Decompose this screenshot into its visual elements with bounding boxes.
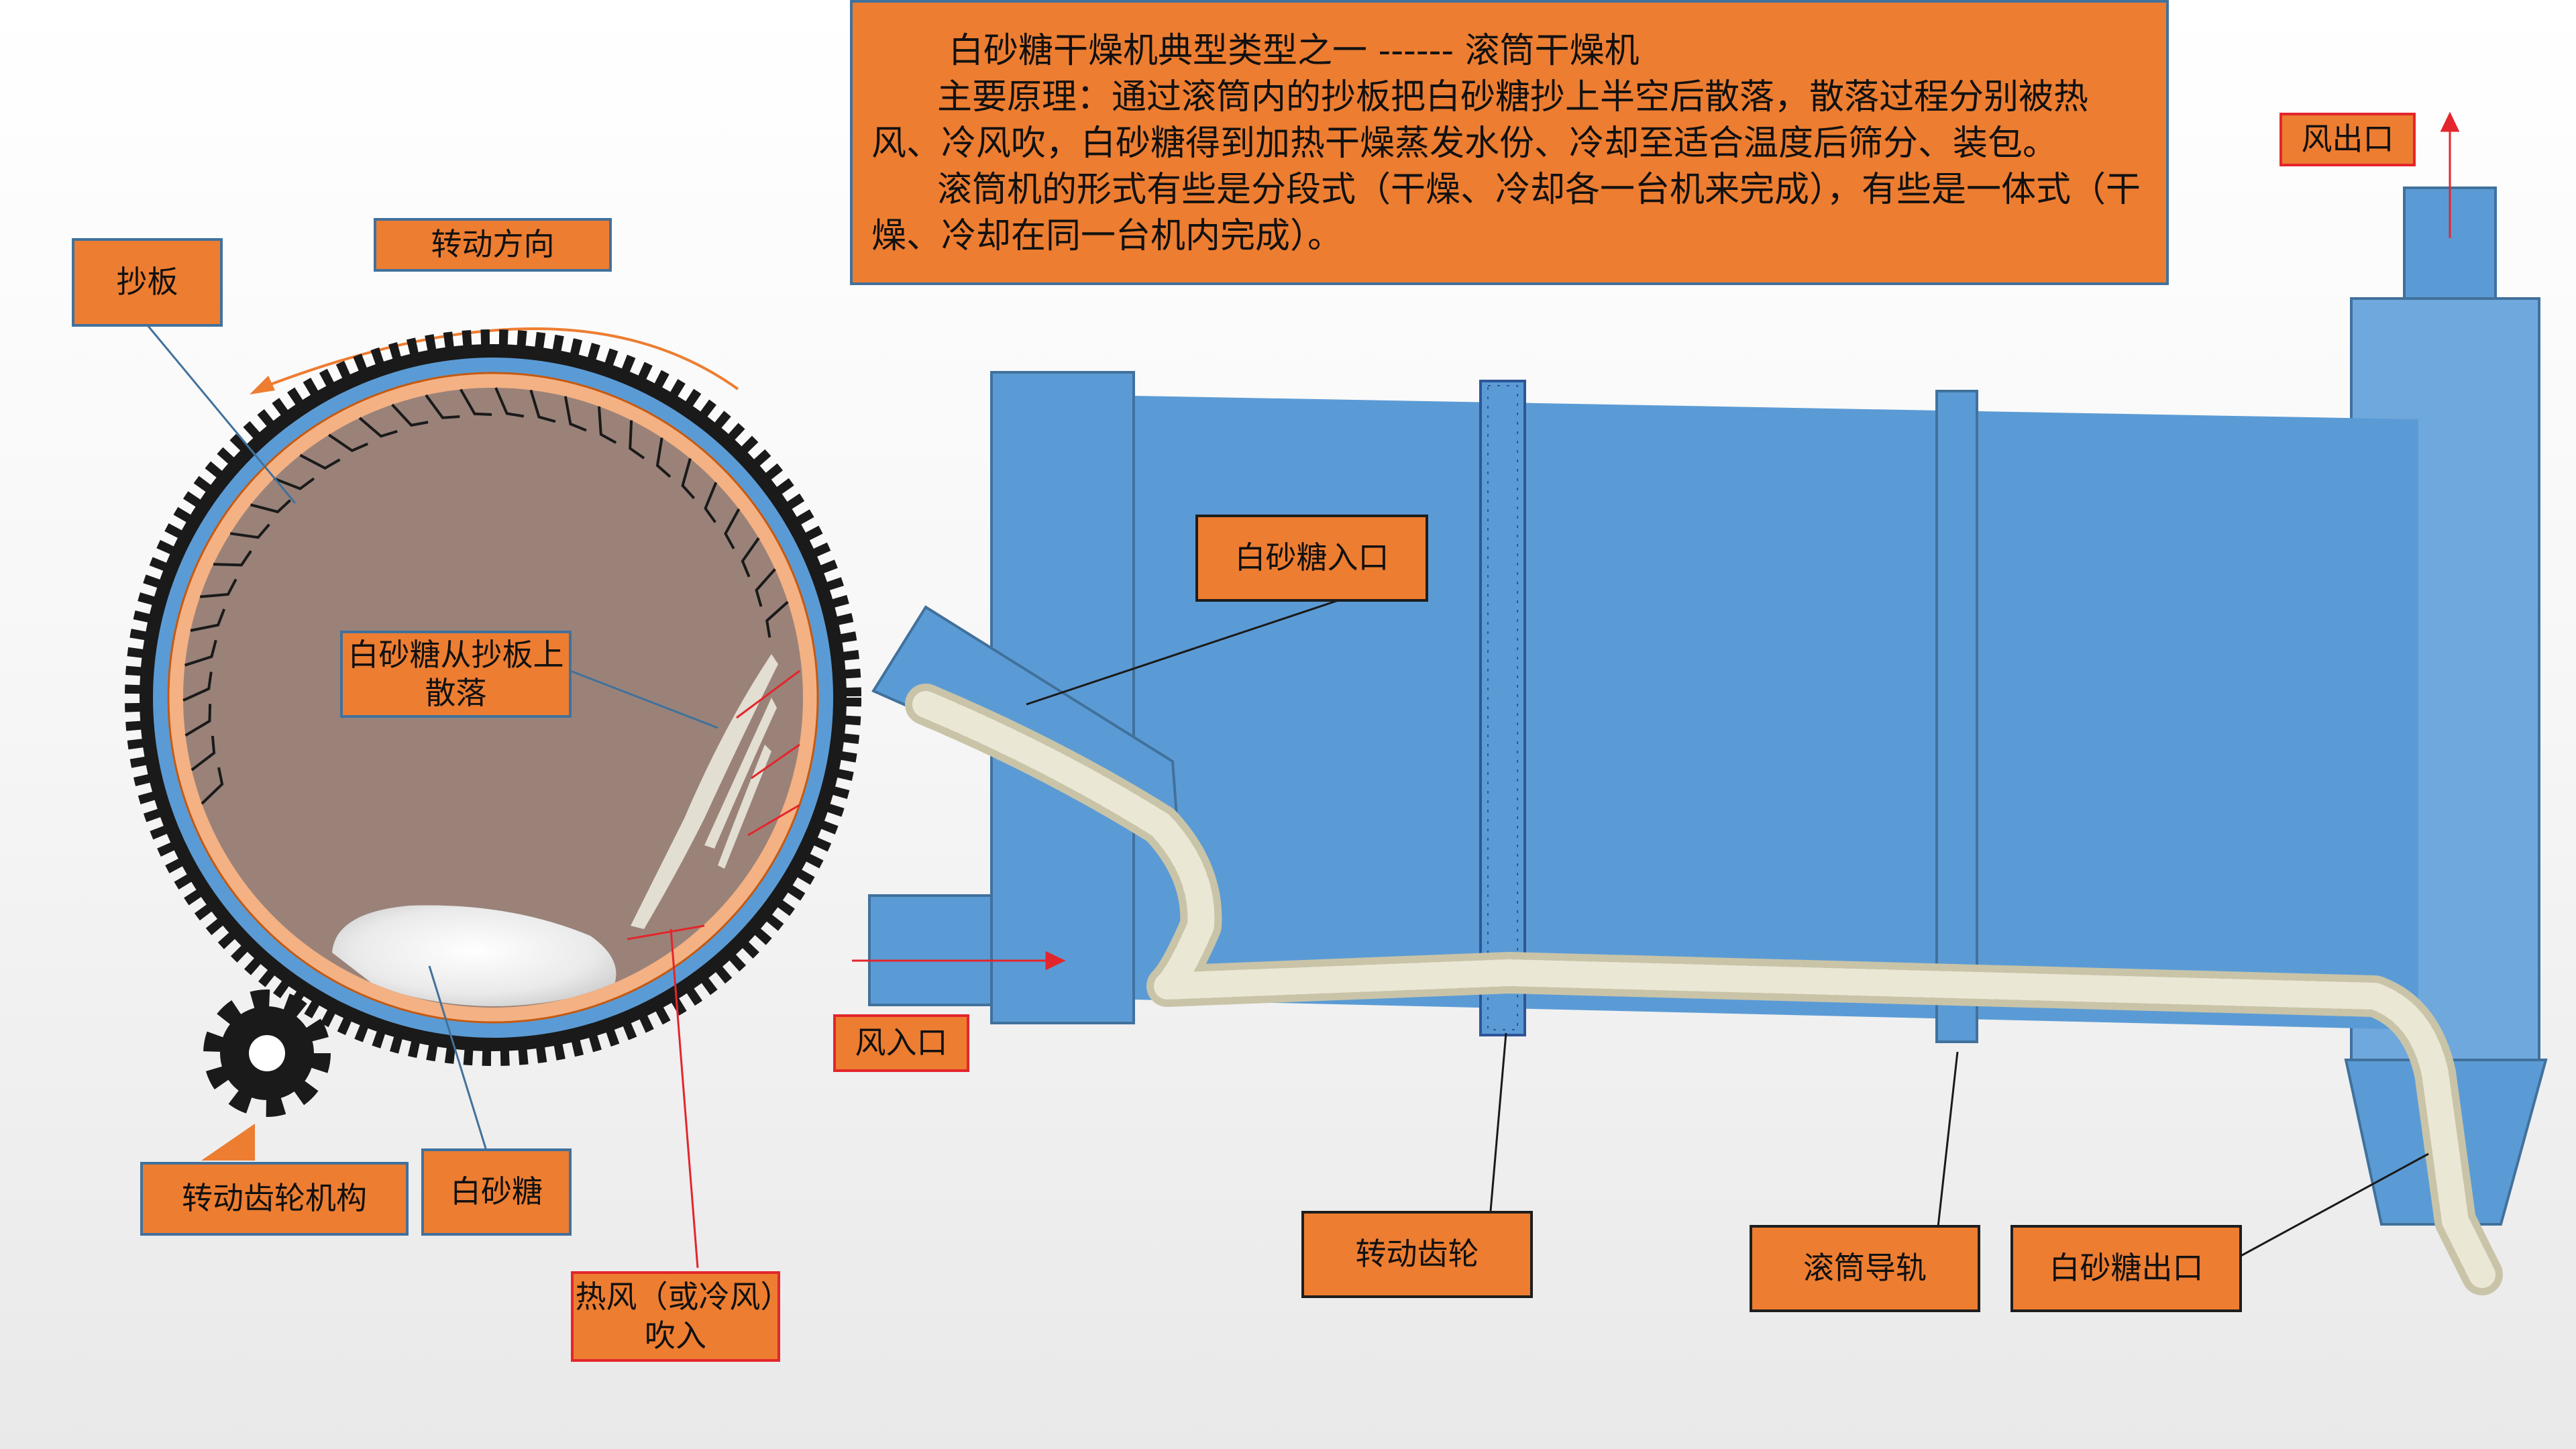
air-flow-arrows <box>852 111 2460 971</box>
lifter-plate <box>629 420 645 460</box>
label-lifter-plate: 抄板 <box>72 238 223 327</box>
label-drive-gear: 转动齿轮 <box>1301 1211 1533 1298</box>
info-forms: 滚筒机的形式有些是分段式（干燥、冷却各一台机来完成），有些是一体式（干燥、冷却在… <box>871 170 2141 256</box>
lifter-plate <box>724 508 741 549</box>
label-white-sugar: 白砂糖 <box>421 1148 572 1236</box>
lifter-plate <box>184 704 212 737</box>
rotation-direction-arrow <box>258 327 739 390</box>
hot-air-leader-line <box>669 928 699 1269</box>
air-inlet-duct <box>868 894 993 1006</box>
lifter-plate <box>564 396 587 432</box>
falling-sugar-streams <box>631 654 778 929</box>
lifter-plate <box>201 767 224 805</box>
lifter-plate <box>494 387 525 418</box>
lifter-plate <box>184 639 217 667</box>
label-hot-cold-air: 热风（或冷风）吹入 <box>571 1271 780 1362</box>
info-title: 白砂糖干燥机典型类型之一 ------ 滚筒干燥机 <box>949 31 1640 71</box>
gear-callout-pointer <box>201 1124 255 1161</box>
label-gear-mechanism: 转动齿轮机构 <box>140 1162 409 1236</box>
label-air-outlet: 风出口 <box>2279 113 2416 166</box>
right-leader-lines <box>1026 599 2429 1259</box>
lifter-plate <box>213 550 252 567</box>
info-principle: 主要原理：通过滚筒内的抄板把白砂糖抄上半空后散落，散落过程分别被热风、冷风吹，白… <box>871 77 2089 164</box>
lifter-plate <box>765 600 789 638</box>
label-sugar-falling: 白砂糖从抄板上散落 <box>340 631 572 718</box>
lifter-plate <box>755 568 776 607</box>
lifter-plates <box>182 387 789 805</box>
lifter-plate <box>391 403 429 427</box>
label-sugar-outlet: 白砂糖出口 <box>2010 1225 2242 1312</box>
lifter-plate <box>200 578 237 598</box>
lifter-plate <box>459 388 492 417</box>
lifter-plate <box>182 672 213 702</box>
drive-gear-band <box>1479 380 1526 1036</box>
hot-air-arrows <box>627 669 800 941</box>
label-sugar-inlet: 白砂糖入口 <box>1195 515 1428 602</box>
drum-body <box>1134 396 2418 1030</box>
lifter-plate <box>681 458 696 500</box>
lifter-plate <box>191 735 216 771</box>
lifter-plate <box>299 453 341 470</box>
label-rotation-direction: 转动方向 <box>374 218 612 272</box>
label-drum-rail: 滚筒导轨 <box>1750 1225 1980 1312</box>
lifter-plate <box>704 482 718 523</box>
lifter-plate <box>741 537 760 578</box>
label-air-inlet: 风入口 <box>833 1014 969 1072</box>
lifter-plate <box>250 499 291 514</box>
lifter-plate <box>190 608 226 632</box>
drum-rail-band <box>1935 390 1978 1043</box>
lifter-plate <box>425 394 460 419</box>
left-leader-lines <box>146 325 718 1151</box>
drive-gear-teeth <box>1487 385 1518 1030</box>
lifter-plate <box>328 433 369 453</box>
lifter-plate <box>529 389 556 423</box>
rotation-arrowhead <box>250 376 275 394</box>
lifter-plate <box>229 523 270 539</box>
lifter-plate <box>358 417 398 438</box>
principle-info-box: 白砂糖干燥机典型类型之一 ------ 滚筒干燥机 主要原理：通过滚筒内的抄板把… <box>850 0 2169 285</box>
small-drive-gear <box>203 989 331 1117</box>
sugar-granule-flow <box>905 684 2503 1295</box>
sugar-pile <box>332 905 616 1006</box>
lifter-plate <box>273 477 315 490</box>
lifter-plate <box>598 406 617 444</box>
lifter-plate <box>655 437 672 478</box>
